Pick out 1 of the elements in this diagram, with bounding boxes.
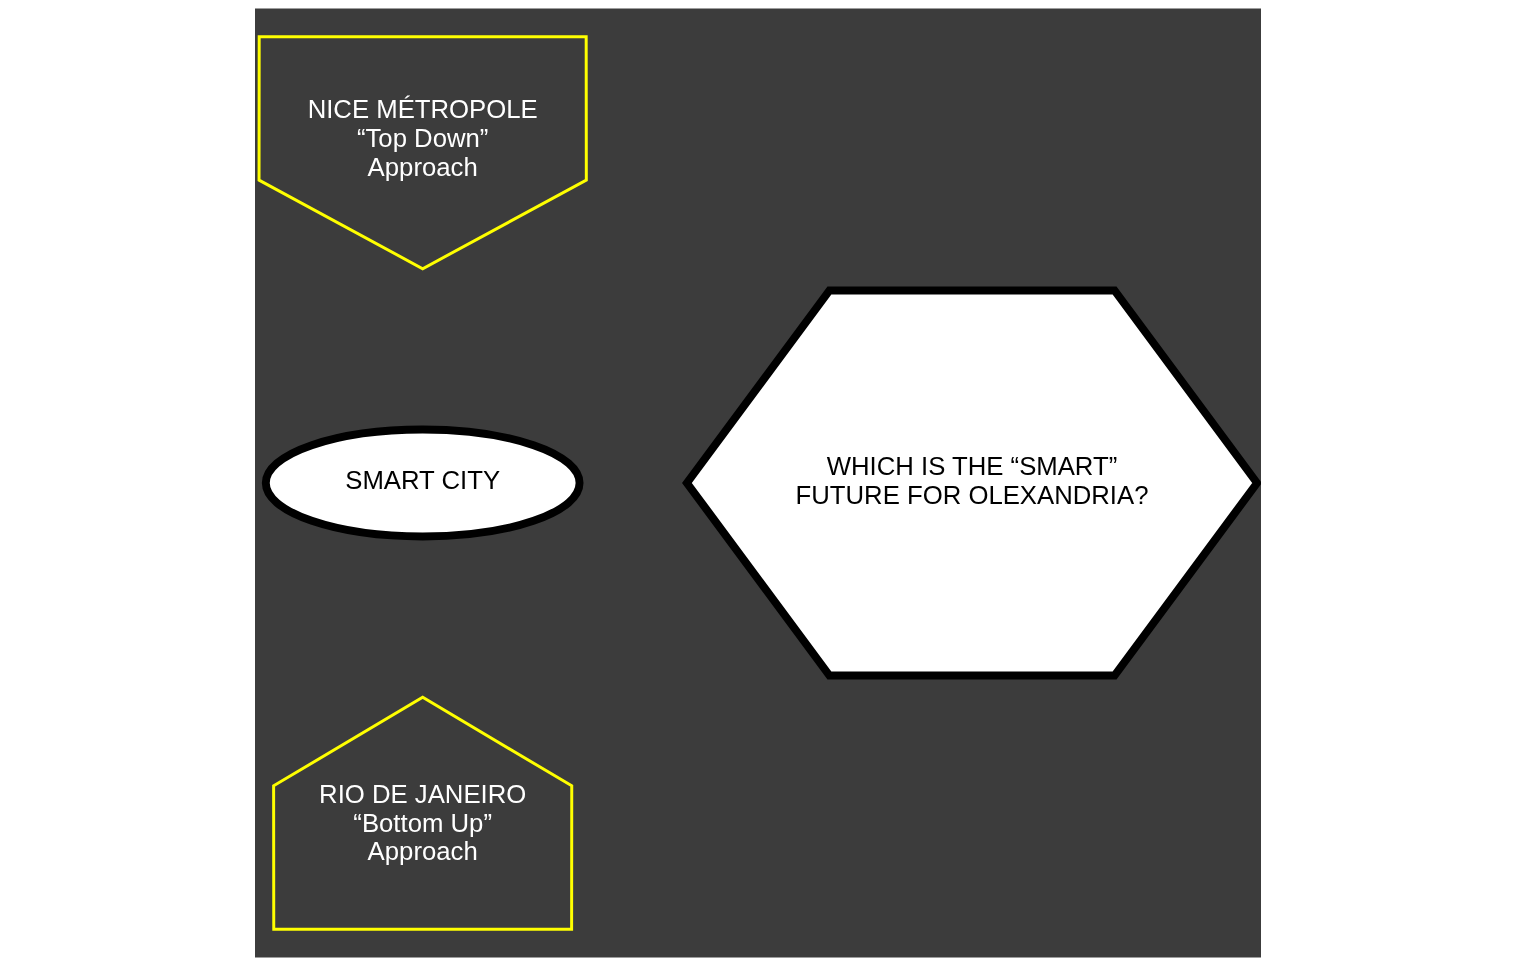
node-ellipse: SMART CITY (261, 425, 584, 541)
